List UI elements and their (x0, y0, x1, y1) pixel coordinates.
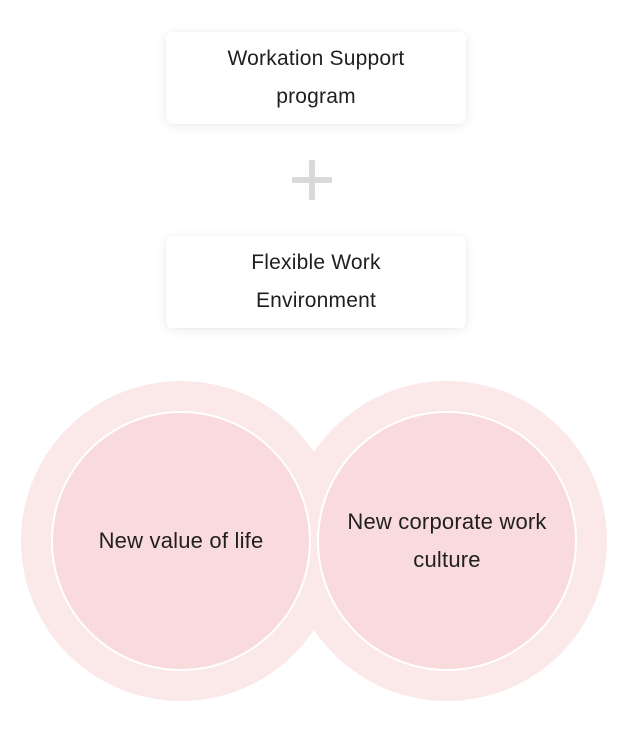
workation-support-card: Workation Support program (166, 32, 466, 124)
plus-icon (292, 160, 332, 200)
work-culture-label: New corporate work culture (347, 509, 547, 572)
workation-support-label: Workation Support program (227, 47, 405, 108)
value-of-life-circle: New value of life (51, 411, 311, 671)
flexible-work-label: Flexible Work Environment (251, 251, 381, 312)
flexible-work-card: Flexible Work Environment (166, 236, 466, 328)
plus-icon-vertical-bar (309, 160, 315, 200)
work-culture-circle: New corporate work culture (317, 411, 577, 671)
value-of-life-label: New value of life (98, 528, 264, 553)
